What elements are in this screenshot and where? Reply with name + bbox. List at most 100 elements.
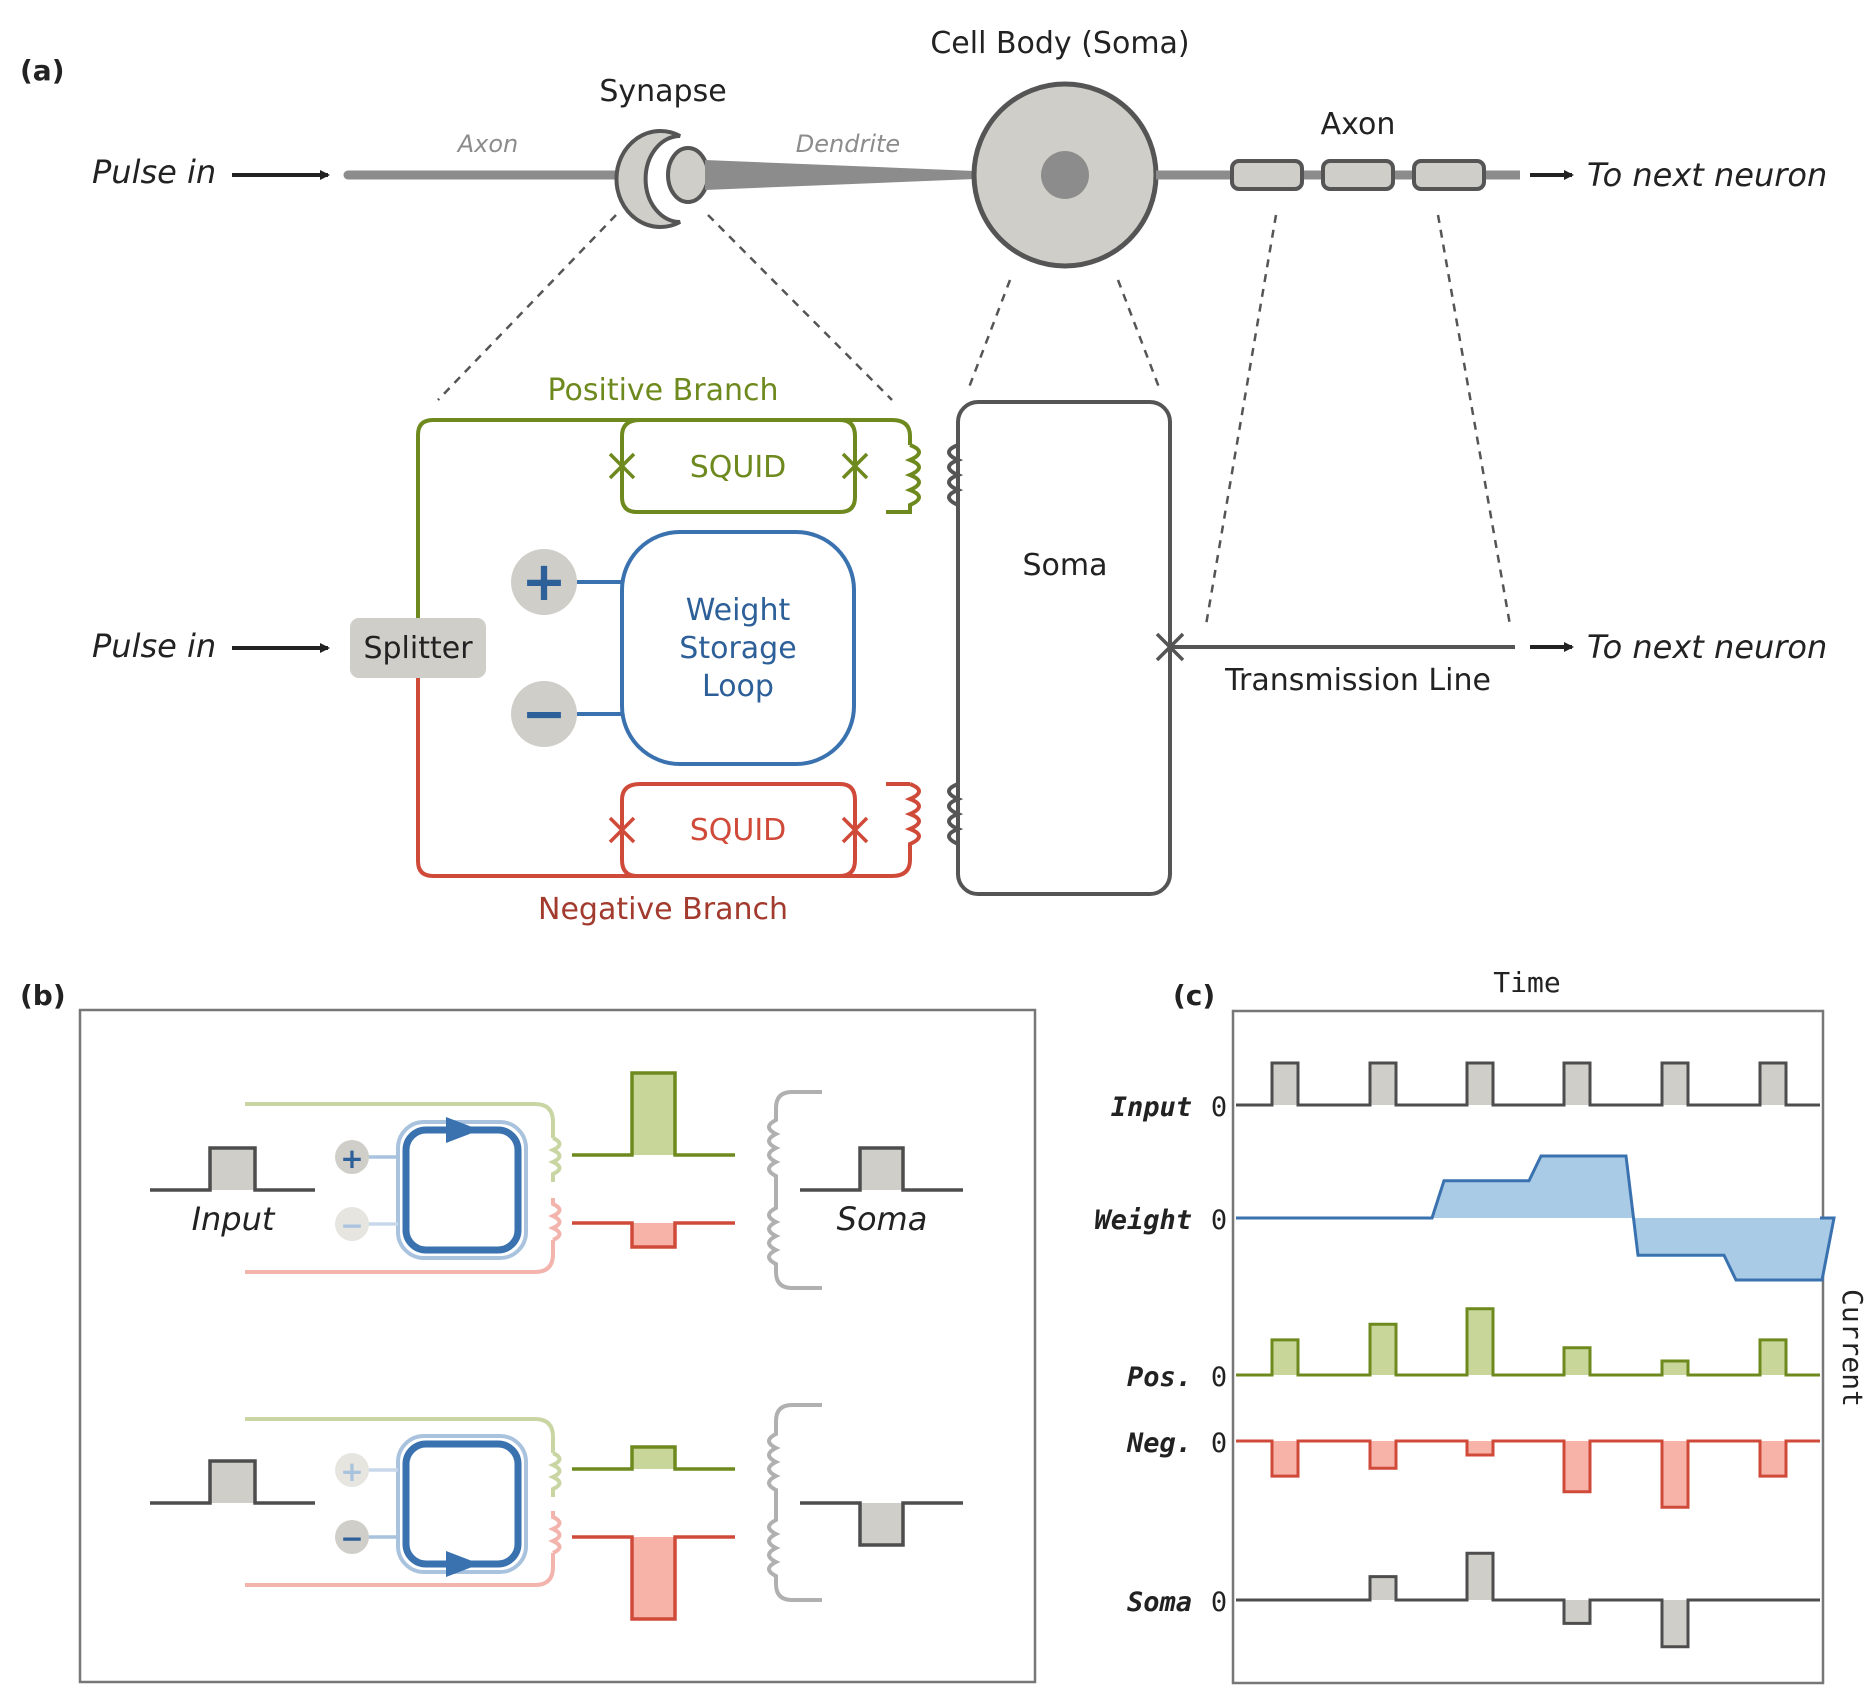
pulse-pos-1: [1272, 1339, 1298, 1375]
b1-minus-sign: −: [340, 1209, 363, 1242]
soma-coil-top-icon: [947, 443, 964, 507]
axon-title: Axon: [1321, 107, 1396, 142]
squid-bottom-junction-right: [841, 816, 869, 844]
squid-bottom-junction-left: [608, 816, 636, 844]
panel-b-tag: (b): [20, 979, 66, 1012]
b2-pos-pulse-fill: [632, 1447, 675, 1469]
minus-sign: −: [521, 682, 566, 745]
b2-soma-pulse-fill: [860, 1503, 903, 1545]
soma-coil-bottom-icon: [947, 782, 964, 846]
b2-loop-arrow-icon: [446, 1551, 480, 1577]
soma-block: [956, 400, 1172, 896]
soma-title: Cell Body (Soma): [930, 26, 1189, 61]
b1-red-wire: [245, 1240, 555, 1274]
scenario-negative: + −: [150, 1403, 963, 1621]
pulse-input-5: [1662, 1063, 1688, 1105]
b1-loop-arrow-icon: [446, 1117, 480, 1143]
series-line-input: [1236, 1061, 1820, 1107]
b1-neg-pulse: [572, 1221, 735, 1249]
negative-branch-label: Negative Branch: [538, 892, 788, 927]
b2-plus-sign: +: [340, 1455, 363, 1488]
squid-top-junction-left: [608, 452, 636, 480]
circuit-pulse-in-label: Pulse in: [92, 627, 216, 665]
b2-soma-bracket: [767, 1403, 822, 1602]
b1-loop-outer: [396, 1120, 528, 1260]
b1-plus-sign: +: [340, 1142, 363, 1175]
scenario-positive: Input + − Soma: [150, 1071, 963, 1290]
pulse-neg-6: [1760, 1441, 1786, 1477]
b2-minus-sign: −: [340, 1522, 363, 1555]
plus-icon: [511, 549, 577, 615]
minus-icon: [511, 681, 577, 747]
splitter-box: [350, 618, 486, 678]
zero-label-soma: 0: [1211, 1587, 1227, 1618]
series-label-soma: Soma: [1127, 1587, 1192, 1618]
squid-top-label: SQUID: [690, 450, 787, 485]
series-line-soma: [1236, 1551, 1820, 1649]
pulse-input-3: [1467, 1063, 1493, 1105]
negative-coil-icon: [904, 782, 921, 850]
series-line-weight: [1236, 1154, 1836, 1282]
series-label-weight: Weight: [1094, 1205, 1192, 1236]
b1-red-coil-icon: [548, 1198, 562, 1242]
input-pulse-1-fill: [210, 1148, 255, 1190]
b1-green-wire: [245, 1102, 555, 1138]
b2-loop-outer: [396, 1434, 528, 1574]
input-pulse-1: [150, 1146, 315, 1192]
myelin-segment-2: [1321, 159, 1395, 191]
pulse-soma-2: [1370, 1576, 1396, 1600]
current-axis-label: Current: [1836, 1289, 1869, 1407]
b1-soma-bracket: [767, 1090, 822, 1290]
top-pulse-in-label: Pulse in: [92, 153, 216, 191]
pulse-neg-2: [1370, 1441, 1396, 1469]
b2-green-wire: [245, 1417, 555, 1453]
b2-pos-pulse: [572, 1445, 735, 1471]
input-pulse-2-fill: [210, 1461, 255, 1503]
b1-pos-pulse-fill: [632, 1073, 675, 1155]
b2-neg-pulse-fill: [632, 1537, 675, 1619]
soma-label: Soma: [837, 1200, 928, 1238]
zero-label-neg: 0: [1211, 1428, 1227, 1459]
input-pulse-2: [150, 1459, 315, 1505]
b1-pos-pulse: [572, 1071, 735, 1157]
top-to-next-label: To next neuron: [1587, 156, 1827, 194]
b1-green-coil-icon: [548, 1136, 562, 1182]
pulse-neg-3: [1467, 1441, 1493, 1456]
panel-b-frame: [78, 1008, 1037, 1684]
soma-nucleus: [1041, 151, 1089, 199]
dendrite-shape: [705, 160, 975, 190]
transmission-line-label: Transmission Line: [1224, 663, 1491, 698]
panel-c-tag: (c): [1173, 979, 1215, 1012]
pulse-pos-4: [1564, 1347, 1590, 1375]
series-label-pos: Pos.: [1127, 1362, 1192, 1393]
circuit-to-next-label: To next neuron: [1587, 628, 1827, 666]
pulse-input-6: [1760, 1063, 1786, 1105]
series-line-pos: [1236, 1307, 1820, 1377]
series-line-neg: [1236, 1439, 1820, 1509]
weight-label-line2: Storage: [679, 631, 796, 666]
series-label-neg: Neg.: [1126, 1428, 1192, 1459]
panel-a: (a) Pulse in Axon Synapse Dendrite Cell …: [20, 26, 1827, 927]
pulse-pos-2: [1370, 1324, 1396, 1375]
weight-storage-loop: [620, 530, 856, 766]
b1-plus-icon: [335, 1140, 369, 1174]
b1-minus-icon: [335, 1207, 369, 1241]
b2-red-coil-icon: [548, 1511, 562, 1555]
weight-label-line3: Loop: [702, 669, 774, 704]
input-label: Input: [192, 1200, 276, 1238]
b2-plus-icon: [335, 1453, 369, 1487]
squid-top-junction-right: [841, 452, 869, 480]
time-axis-label: Time: [1493, 966, 1560, 999]
b2-soma-pulse: [800, 1501, 963, 1547]
positive-branch-wire: [416, 418, 912, 618]
squid-bottom-label: SQUID: [690, 813, 787, 848]
pulse-soma-4: [1564, 1600, 1590, 1624]
myelin-segment-3: [1412, 159, 1486, 191]
synapse-title: Synapse: [599, 74, 726, 109]
zero-label-weight: 0: [1211, 1205, 1227, 1236]
panel-a-tag: (a): [20, 54, 65, 87]
series-label-input: Input: [1111, 1092, 1192, 1123]
pulse-neg-4: [1564, 1441, 1590, 1492]
